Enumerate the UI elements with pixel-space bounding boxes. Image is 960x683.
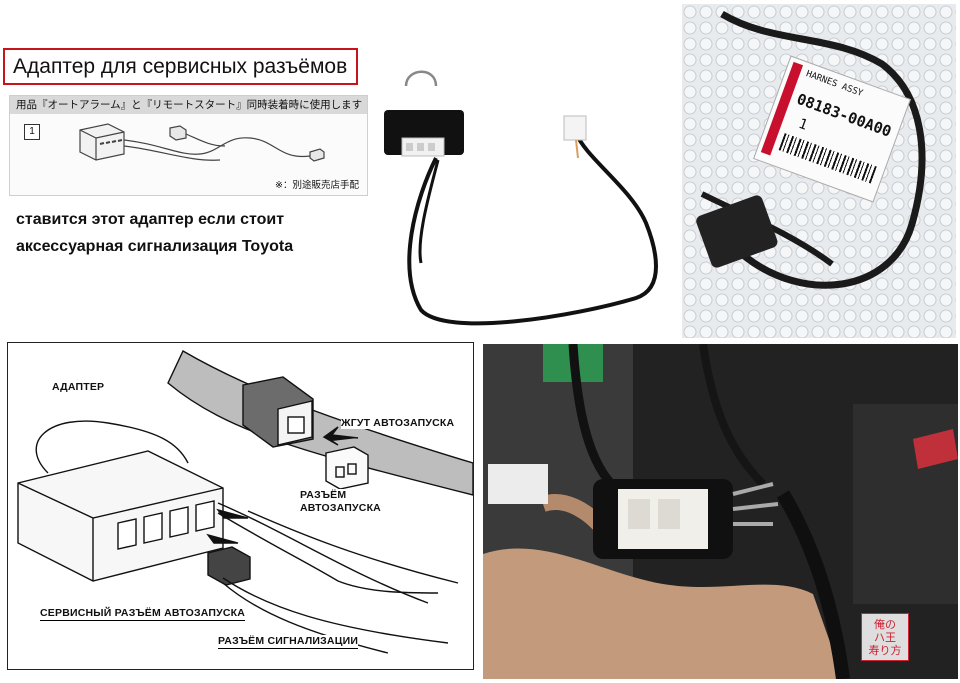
label-autostart-connector-line-2: АВТОЗАПУСКА [300, 502, 381, 514]
diagram-drawing [17, 350, 473, 654]
label-harness: ЖГУТ АВТОЗАПУСКА [341, 417, 455, 429]
caption-line-2: аксессуарная сигнализация Toyota [16, 238, 294, 255]
connection-diagram: АДАПТЕР ЖГУТ АВТОЗАПУСКА РАЗЪЁМ АВТОЗАПУ… [7, 342, 474, 670]
label-autostart-connector-line-1: РАЗЪЁМ [300, 489, 347, 501]
adapter-cable-photo [376, 48, 673, 338]
label-autostart-connector: РАЗЪЁМ АВТОЗАПУСКА [300, 489, 381, 515]
label-quantity: 1 [796, 115, 810, 134]
packaged-part-photo: HARNES ASSY 08183-00A00 1 [682, 4, 956, 338]
adapter-cable-image [384, 70, 658, 326]
label-adapter: АДАПТЕР [52, 381, 105, 393]
label-service-connector: СЕРВИСНЫЙ РАЗЪЁМ АВТОЗАПУСКА [40, 607, 246, 621]
caption: ставится этот адаптер если стоит аксессу… [16, 206, 376, 260]
manual-header: 用品『オートアラーム』と『リモートスタート』同時装着時に使用します [10, 96, 367, 114]
page-title-text: Адаптер для сервисных разъёмов [13, 54, 348, 78]
page-title: Адаптер для сервисных разъёмов [3, 48, 358, 85]
manual-excerpt: 用品『オートアラーム』と『リモートスタート』同時装着時に使用します 1 ※：別途… [9, 95, 368, 196]
manual-note: ※：別途販売店手配 [275, 180, 359, 191]
installed-adapter-photo [483, 344, 958, 679]
caption-line-1: ставится этот адаптер если стоит [16, 211, 285, 228]
manual-item-index: 1 [24, 124, 40, 140]
label-alarm-connector: РАЗЪЁМ СИГНАЛИЗАЦИИ [218, 635, 359, 649]
label-part-number: 08183-00A00 [794, 89, 894, 141]
watermark-seal-icon: 俺のハ王寿り方 [861, 613, 909, 661]
harness-sketch-icon [79, 123, 325, 162]
